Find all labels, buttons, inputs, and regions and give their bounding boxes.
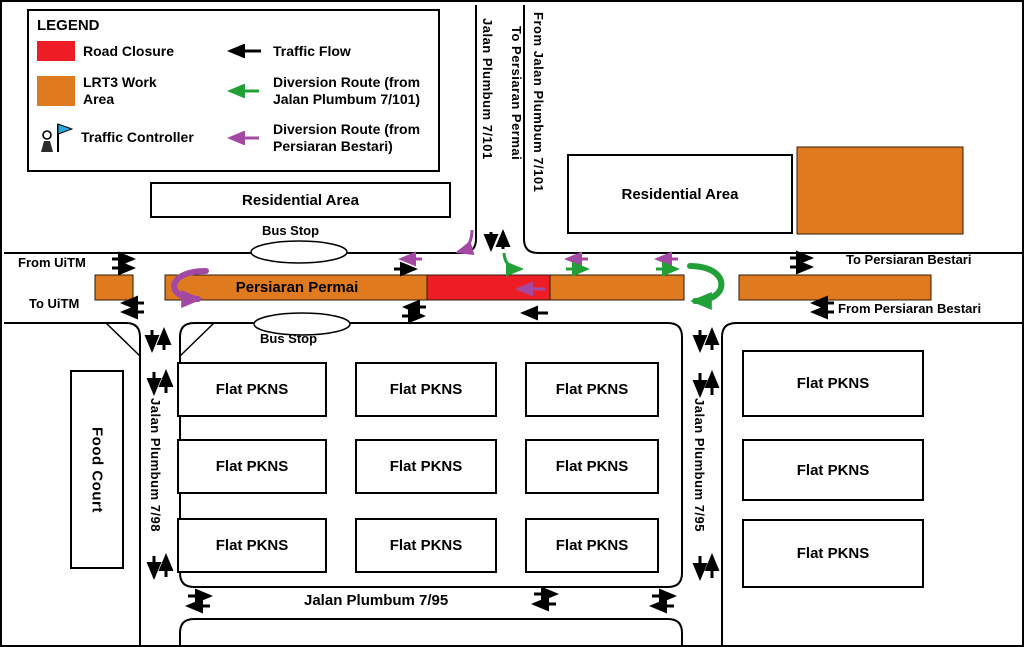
- flat-pkns-box: Flat PKNS: [742, 519, 924, 588]
- lrt3-work-area-segment: [549, 274, 685, 301]
- legend-title: LEGEND: [37, 17, 100, 34]
- flat-pkns-box: Flat PKNS: [525, 362, 659, 417]
- label-bus-stop-top: Bus Stop: [262, 223, 320, 238]
- lrt3-work-area-swatch: [37, 75, 75, 106]
- label-to-persiaran-bestari: To Persiaran Bestari: [846, 252, 972, 267]
- flat-pkns-box: Flat PKNS: [355, 439, 497, 494]
- flat-pkns-box: Flat PKNS: [742, 439, 924, 501]
- junction-flare-line: [179, 322, 215, 357]
- flat-pkns-box: Flat PKNS: [742, 350, 924, 417]
- label-jalan-plumbum-7-98: Jalan Plumbum 7/98: [148, 398, 163, 532]
- legend-item-traffic-controller: Traffic Controller: [37, 121, 215, 155]
- label-to-persiaran-permai: To Persiaran Permai: [509, 26, 524, 161]
- label-jalan-plumbum-7-101: Jalan Plumbum 7/101: [480, 18, 495, 160]
- diversion-purple-turn-arrow-icon: [455, 229, 475, 256]
- flat-pkns-box: Flat PKNS: [355, 362, 497, 417]
- traffic-controller-icon: [41, 122, 73, 152]
- bus-bay-bottom: [253, 312, 351, 336]
- label-from-jalan-plumbum-7-101: From Jalan Plumbum 7/101: [531, 12, 546, 193]
- lrt3-work-area-segments: [94, 146, 964, 301]
- residential-area-box: Residential Area: [150, 182, 451, 218]
- road-edge: [179, 618, 683, 645]
- diversion-purple-uturn-arrow-icon: [171, 268, 209, 308]
- legend-road-closure-label: Road Closure: [83, 42, 175, 59]
- flat-pkns-box: Flat PKNS: [177, 362, 327, 417]
- legend-item-diversion-green: Diversion Route (from Jalan Plumbum 7/10…: [219, 74, 430, 108]
- diversion-green-turn-arrow-icon: [502, 252, 524, 277]
- legend: LEGEND Road Closure Traffic Flow LRT3 Wo…: [27, 9, 440, 172]
- legend-diversion-green-label: Diversion Route (from Jalan Plumbum 7/10…: [273, 74, 421, 107]
- label-from-persiaran-bestari: From Persiaran Bestari: [838, 301, 982, 316]
- flat-pkns-box: Flat PKNS: [525, 439, 659, 494]
- lrt3-work-area-block: [796, 146, 964, 235]
- diversion-route-jalan-plumbum-arrows: [502, 252, 725, 310]
- diversion-purple-arrow-icon: [227, 130, 259, 145]
- flat-pkns-box: Flat PKNS: [177, 518, 327, 573]
- legend-item-lrt3-work-area: LRT3 Work Area: [37, 74, 215, 108]
- road-outlines: [4, 5, 1022, 645]
- label-to-uitm: To UiTM: [29, 296, 80, 311]
- road-edge: [721, 322, 1022, 645]
- label-jalan-plumbum-7-95: Jalan Plumbum 7/95: [692, 398, 707, 532]
- diversion-green-arrow-icon: [227, 83, 259, 98]
- lrt3-work-area-segment: [738, 274, 932, 301]
- legend-traffic-flow-label: Traffic Flow: [273, 42, 351, 59]
- road-edge: [4, 322, 141, 645]
- lrt3-work-area-segment: [94, 274, 134, 301]
- label-persiaran-permai: Persiaran Permai: [235, 279, 359, 296]
- diversion-route-persiaran-bestari-arrows: [171, 229, 678, 308]
- flat-pkns-box: Flat PKNS: [355, 518, 497, 573]
- legend-traffic-controller-label: Traffic Controller: [81, 129, 194, 146]
- road-edge: [523, 5, 1022, 254]
- traffic-flow-arrow-icon: [227, 44, 261, 58]
- legend-lrt3-work-area-label: LRT3 Work Area: [83, 74, 157, 107]
- legend-item-diversion-purple: Diversion Route (from Persiaran Bestari): [219, 121, 430, 155]
- legend-diversion-purple-label: Diversion Route (from Persiaran Bestari): [273, 120, 421, 154]
- road-closure-swatch: [37, 41, 75, 61]
- flat-pkns-box: Flat PKNS: [525, 518, 659, 573]
- residential-area-box: Residential Area: [567, 154, 793, 234]
- road-edge: [179, 322, 683, 588]
- flat-pkns-box: Flat PKNS: [177, 439, 327, 494]
- label-from-uitm: From UiTM: [18, 255, 86, 270]
- junction-flare-line: [105, 322, 141, 357]
- food-court-box: Food Court: [70, 370, 124, 569]
- food-court-label: Food Court: [88, 426, 106, 513]
- label-bus-stop-bottom: Bus Stop: [260, 331, 318, 346]
- label-jalan-plumbum-7-95-bottom: Jalan Plumbum 7/95: [304, 592, 449, 609]
- bus-bay-top: [250, 240, 348, 264]
- diversion-green-uturn-arrow-icon: [687, 263, 725, 310]
- traffic-flow-arrows: [112, 229, 834, 614]
- legend-item-road-closure: Road Closure: [37, 41, 215, 61]
- legend-item-traffic-flow: Traffic Flow: [219, 41, 430, 61]
